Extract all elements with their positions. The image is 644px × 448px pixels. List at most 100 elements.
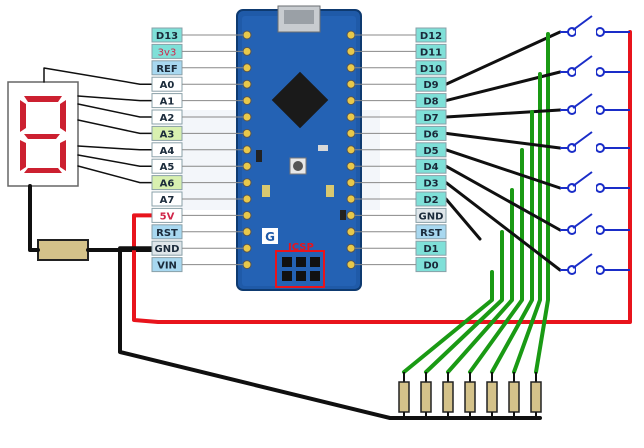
pin-hole — [346, 63, 356, 73]
pushbutton — [560, 213, 630, 235]
pulldown-signal-wire — [534, 32, 550, 374]
digital-input-wire — [444, 148, 562, 190]
pin-label: RST — [156, 228, 178, 239]
pin-hole — [242, 128, 252, 138]
right-pin-d9: D9 — [354, 76, 447, 92]
pin-label: A7 — [160, 195, 175, 206]
pin-label: RST — [420, 228, 442, 239]
pin-label: REF — [156, 64, 177, 75]
pulldown-signal-wire — [490, 110, 534, 374]
pin-hole — [242, 161, 252, 171]
pushbutton — [560, 15, 630, 37]
segment-wire — [77, 154, 153, 167]
left-pin-a4: A4 — [151, 142, 244, 158]
right-pin-rst: RST — [354, 224, 447, 240]
right-pin-d1: D1 — [354, 240, 447, 256]
pin-label: D11 — [420, 47, 442, 58]
pin-hole — [346, 79, 356, 89]
left-pin-d13: D13 — [151, 27, 244, 43]
icsp-pin — [282, 257, 292, 267]
pin-hole — [346, 128, 356, 138]
pin-hole — [346, 30, 356, 40]
svg-text:ICSP: ICSP — [288, 242, 314, 253]
pin-label: A6 — [160, 179, 175, 190]
pin-label: GND — [155, 244, 180, 255]
left-pin-a3: A3 — [151, 125, 244, 141]
display-common-wire — [28, 184, 40, 252]
pin-hole — [346, 145, 356, 155]
pin-label: D12 — [420, 31, 442, 42]
gnd-rail — [118, 246, 542, 420]
icsp-pin — [296, 271, 306, 281]
right-pin-d2: D2 — [354, 191, 447, 207]
icsp-pin — [310, 257, 320, 267]
pulldown-resistor — [530, 372, 542, 420]
left-pin-a5: A5 — [151, 158, 244, 174]
pin-label: D8 — [423, 97, 438, 108]
right-pin-d7: D7 — [354, 109, 447, 125]
pin-hole — [242, 243, 252, 253]
right-pin-gnd: GND — [354, 207, 447, 223]
pulldown-signal-wire — [446, 188, 514, 374]
digital-input-wire — [444, 197, 482, 241]
right-pin-d0: D0 — [354, 257, 447, 273]
pin-label: A2 — [160, 113, 175, 124]
pushbutton — [560, 55, 630, 77]
segment-wire — [43, 67, 153, 85]
left-pin-a0: A0 — [151, 76, 244, 92]
pin-hole — [346, 227, 356, 237]
pin-hole — [242, 46, 252, 56]
digital-input-wire — [444, 131, 562, 150]
digital-input-wire — [444, 164, 562, 232]
seven-segment-display — [7, 81, 79, 187]
pin-label: D10 — [420, 64, 442, 75]
pin-label: D13 — [156, 31, 178, 42]
arduino-nano-board: G ICSP — [236, 5, 362, 291]
segment-wire — [77, 119, 153, 135]
pin-hole — [242, 260, 252, 270]
pushbutton — [560, 131, 630, 153]
pin-label: D7 — [423, 113, 438, 124]
pin-label: 3v3 — [158, 47, 177, 58]
pulldown-resistor — [508, 372, 520, 420]
pulldown-signal-wire — [424, 230, 504, 374]
right-pin-d10: D10 — [354, 60, 447, 76]
digital-input-wire — [444, 108, 562, 119]
pin-label: D9 — [423, 80, 438, 91]
pin-hole — [242, 194, 252, 204]
left-pin-a6: A6 — [151, 175, 244, 191]
right-pin-d12: D12 — [354, 27, 447, 43]
right-pin-d8: D8 — [354, 93, 447, 109]
pulldown-resistor — [420, 372, 432, 420]
pin-label: D0 — [423, 261, 438, 272]
pushbutton — [560, 93, 630, 115]
pin-hole — [346, 96, 356, 106]
right-pin-d4: D4 — [354, 158, 447, 174]
pin-label: D5 — [423, 146, 438, 157]
pin-label: GND — [419, 211, 444, 222]
right-pin-d11: D11 — [354, 43, 447, 59]
segment-wire — [77, 165, 153, 184]
pin-hole — [346, 46, 356, 56]
pin-hole — [242, 30, 252, 40]
pulldown-signal-wire — [468, 148, 524, 374]
pulldown-resistor — [486, 372, 498, 420]
left-pin-ref: REF — [151, 60, 244, 76]
pulldown-signal-wire — [512, 72, 542, 374]
left-pin-5v: 5V — [151, 207, 244, 223]
left-pin-a1: A1 — [151, 93, 244, 109]
display-resistor — [37, 239, 89, 261]
pin-hole — [346, 210, 356, 220]
vcc-rail — [132, 30, 632, 324]
pin-hole — [346, 260, 356, 270]
right-pin-d5: D5 — [354, 142, 447, 158]
pin-label: A0 — [160, 80, 175, 91]
pin-hole — [242, 112, 252, 122]
pin-label: D4 — [423, 162, 438, 173]
pushbutton — [560, 253, 630, 275]
svg-text:G: G — [265, 230, 275, 244]
segment-wire — [77, 95, 153, 102]
pin-hole — [242, 79, 252, 89]
